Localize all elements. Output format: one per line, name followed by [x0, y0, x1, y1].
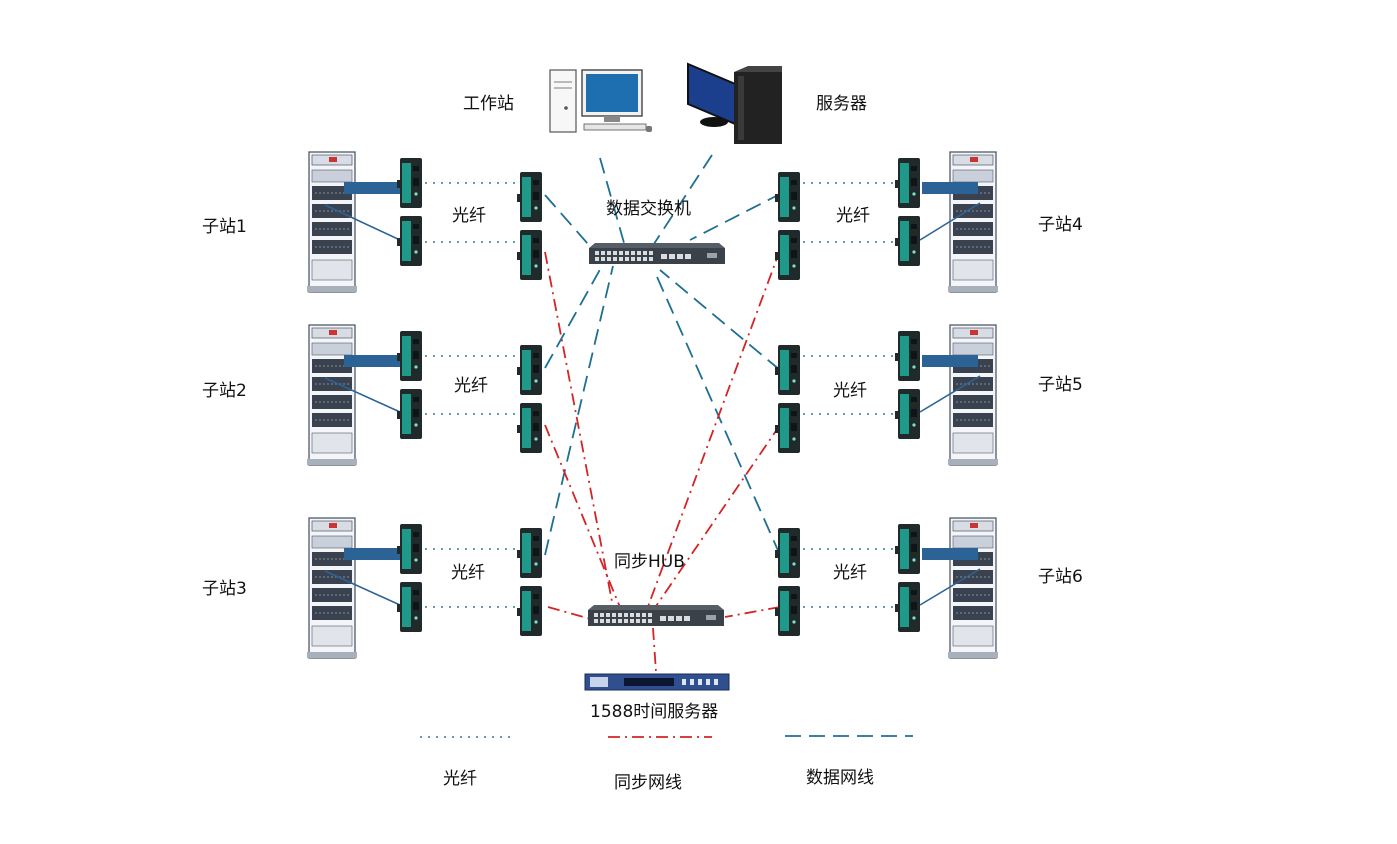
media-converter-icon	[895, 524, 920, 574]
media-converter-icon	[517, 230, 542, 280]
rack-cabinet-icon	[947, 324, 999, 466]
legend-fiber-label: 光纤	[443, 769, 477, 789]
rack-cabinet-icon	[947, 151, 999, 293]
station-3: 子站3 光纤	[202, 517, 542, 659]
station-6: 子站6 光纤	[775, 517, 1083, 659]
time-server-icon	[584, 673, 730, 691]
time-server: 1588时间服务器	[584, 673, 730, 722]
station-3-label: 子站3	[202, 579, 247, 599]
data-switch-label: 数据交换机	[606, 199, 691, 219]
station-6-label: 子站6	[1038, 567, 1083, 587]
workstation-icon	[549, 69, 652, 133]
fiber-label: 光纤	[451, 563, 485, 583]
sync-hub-label: 同步HUB	[614, 552, 685, 572]
sync-hub: 同步HUB	[588, 552, 724, 626]
server: 服务器	[687, 62, 867, 144]
media-converter-icon	[775, 528, 800, 578]
media-converter-icon	[517, 586, 542, 636]
media-converter-icon	[895, 389, 920, 439]
fiber-label: 光纤	[833, 381, 867, 401]
network-switch-icon	[589, 243, 725, 264]
fiber-label: 光纤	[452, 206, 486, 226]
media-converter-icon	[895, 158, 920, 208]
media-converter-icon	[775, 403, 800, 453]
rack-cabinet-icon	[947, 517, 999, 659]
station-1-label: 子站1	[202, 217, 247, 237]
rack-cabinet-icon	[306, 324, 358, 466]
station-5-label: 子站5	[1038, 375, 1083, 395]
station-2: 子站2 光纤	[202, 324, 542, 466]
media-converter-icon	[397, 158, 422, 208]
media-converter-icon	[397, 582, 422, 632]
server-icon	[687, 62, 782, 144]
station-4-label: 子站4	[1038, 215, 1083, 235]
media-converter-icon	[775, 230, 800, 280]
fiber-label: 光纤	[833, 563, 867, 583]
media-converter-icon	[775, 172, 800, 222]
station-2-label: 子站2	[202, 381, 247, 401]
legend: 光纤 同步网线 数据网线	[420, 735, 913, 793]
workstation: 工作站	[463, 69, 652, 133]
media-converter-icon	[895, 331, 920, 381]
fiber-label: 光纤	[454, 376, 488, 396]
media-converter-icon	[517, 172, 542, 222]
media-converter-icon	[895, 216, 920, 266]
media-converter-icon	[517, 345, 542, 395]
data-switch: 数据交换机	[589, 199, 725, 264]
media-converter-icon	[397, 216, 422, 266]
media-converter-icon	[895, 582, 920, 632]
server-label: 服务器	[816, 94, 867, 114]
legend-sync-label: 同步网线	[614, 773, 682, 793]
media-converter-icon	[775, 345, 800, 395]
fiber-label: 光纤	[836, 206, 870, 226]
sync-cable-links	[544, 249, 781, 673]
station-4: 子站4 光纤	[775, 151, 1083, 293]
rack-cabinet-icon	[306, 517, 358, 659]
media-converter-icon	[775, 586, 800, 636]
workstation-label: 工作站	[463, 94, 514, 114]
station-1: 子站1 光纤	[202, 151, 542, 293]
network-hub-icon	[588, 605, 724, 626]
media-converter-icon	[397, 331, 422, 381]
legend-data-label: 数据网线	[806, 768, 874, 788]
station-5: 子站5 光纤	[775, 324, 1083, 466]
media-converter-icon	[517, 528, 542, 578]
rack-cabinet-icon	[306, 151, 358, 293]
media-converter-icon	[397, 389, 422, 439]
media-converter-icon	[517, 403, 542, 453]
media-converter-icon	[397, 524, 422, 574]
time-server-label: 1588时间服务器	[590, 702, 718, 722]
data-cable-links	[544, 154, 783, 556]
